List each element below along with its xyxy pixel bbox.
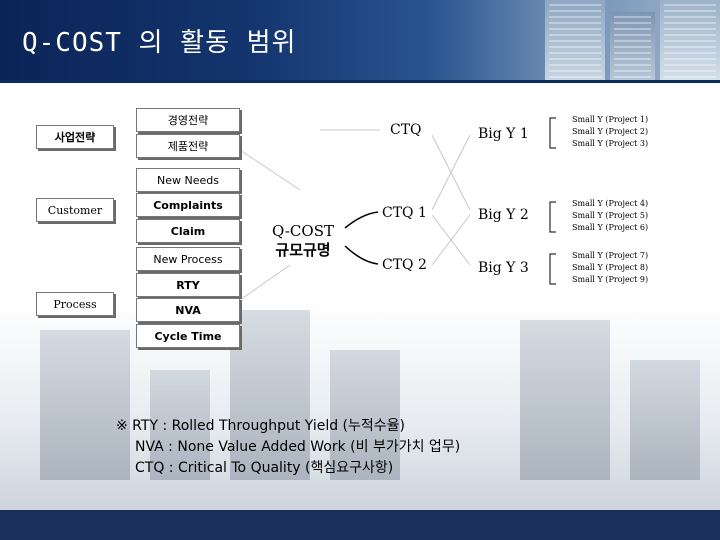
small-y-item: Small Y (Project 6) xyxy=(572,223,649,232)
big-y-2-label: Big Y 2 xyxy=(478,207,529,223)
background-city-image xyxy=(0,300,720,510)
nva-box: NVA xyxy=(136,298,240,322)
cycle-time-box: Cycle Time xyxy=(136,324,240,348)
footnote: ※ RTY : Rolled Throughput Yield (누적수율) N… xyxy=(116,416,460,479)
rty-box: RTY xyxy=(136,273,240,297)
page-title: Q-COST 의 활동 범위 xyxy=(22,28,297,58)
small-y-item: Small Y (Project 9) xyxy=(572,275,649,284)
big-y-1-label: Big Y 1 xyxy=(478,126,529,142)
small-y-group-3: Small Y (Project 7) Small Y (Project 8) … xyxy=(572,250,648,286)
small-y-item: Small Y (Project 8) xyxy=(572,263,649,272)
building-image xyxy=(610,12,655,82)
new-needs-box: New Needs xyxy=(136,168,240,192)
small-y-item: Small Y (Project 4) xyxy=(572,199,649,208)
footnote-rty: ※ RTY : Rolled Throughput Yield (누적수율) xyxy=(116,418,406,434)
footnote-nva: NVA : None Value Added Work (비 부가가치 업무) xyxy=(135,439,461,455)
small-y-group-2: Small Y (Project 4) Small Y (Project 5) … xyxy=(572,198,648,234)
product-strategy-box: 제품전략 xyxy=(136,134,240,158)
process-box: Process xyxy=(36,292,114,316)
small-y-item: Small Y (Project 1) xyxy=(572,115,649,124)
ctq-label: CTQ xyxy=(390,122,422,138)
footer-band xyxy=(0,510,720,540)
small-y-group-1: Small Y (Project 1) Small Y (Project 2) … xyxy=(572,114,648,150)
business-strategy-box: 사업전략 xyxy=(36,125,114,149)
header-divider xyxy=(0,80,720,83)
building-image xyxy=(660,0,720,82)
building-image xyxy=(545,0,605,82)
customer-box: Customer xyxy=(36,198,114,222)
small-y-item: Small Y (Project 3) xyxy=(572,139,649,148)
claim-box: Claim xyxy=(136,219,240,243)
ctq-2-label: CTQ 2 xyxy=(382,257,427,273)
header-band: Q-COST 의 활동 범위 xyxy=(0,0,720,82)
management-strategy-box: 경영전략 xyxy=(136,108,240,132)
footnote-ctq: CTQ : Critical To Quality (핵심요구사항) xyxy=(135,460,394,476)
complaints-box: Complaints xyxy=(136,193,240,217)
small-y-item: Small Y (Project 5) xyxy=(572,211,649,220)
new-process-box: New Process xyxy=(136,247,240,271)
ctq-1-label: CTQ 1 xyxy=(382,205,427,221)
small-y-item: Small Y (Project 7) xyxy=(572,251,649,260)
big-y-3-label: Big Y 3 xyxy=(478,260,529,276)
scale-label: 규모규명 xyxy=(275,241,331,259)
q-cost-center-label: Q-COST 규모규명 xyxy=(272,222,334,260)
q-cost-label: Q-COST xyxy=(272,222,334,240)
small-y-item: Small Y (Project 2) xyxy=(572,127,649,136)
